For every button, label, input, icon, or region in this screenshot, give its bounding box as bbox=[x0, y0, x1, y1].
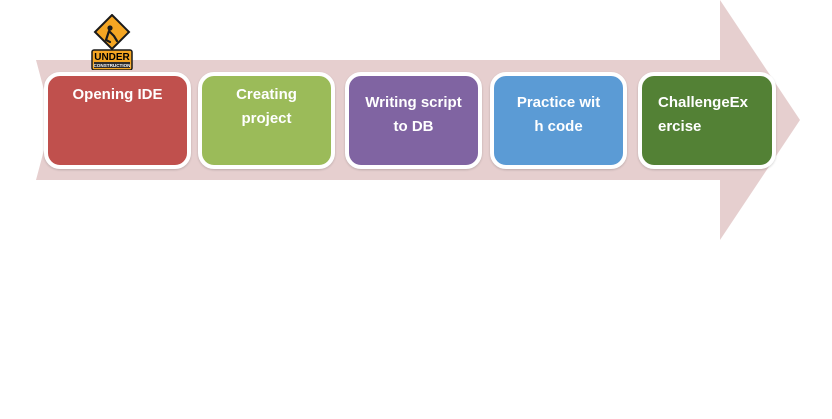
step-label: ChallengeExercise bbox=[658, 94, 749, 135]
badge-text-bottom: CONSTRUCTION bbox=[93, 63, 131, 68]
step-creating-project: Creating project bbox=[198, 72, 335, 169]
step-label: Writing script to DB bbox=[365, 94, 462, 135]
step-practice-with-code: Practice with code bbox=[490, 72, 627, 169]
badge-text-top: UNDER bbox=[94, 52, 130, 63]
step-label: Creating project bbox=[236, 86, 297, 127]
sign-diamond bbox=[93, 13, 131, 51]
step-writing-script: Writing script to DB bbox=[345, 72, 482, 169]
step-label: Opening IDE bbox=[72, 86, 163, 103]
under-construction-icon: UNDER CONSTRUCTION bbox=[89, 13, 135, 71]
step-opening-ide: Opening IDE bbox=[44, 72, 191, 169]
step-label: Practice with code bbox=[516, 94, 601, 135]
step-challenge-exercise: ChallengeExercise bbox=[638, 72, 776, 169]
